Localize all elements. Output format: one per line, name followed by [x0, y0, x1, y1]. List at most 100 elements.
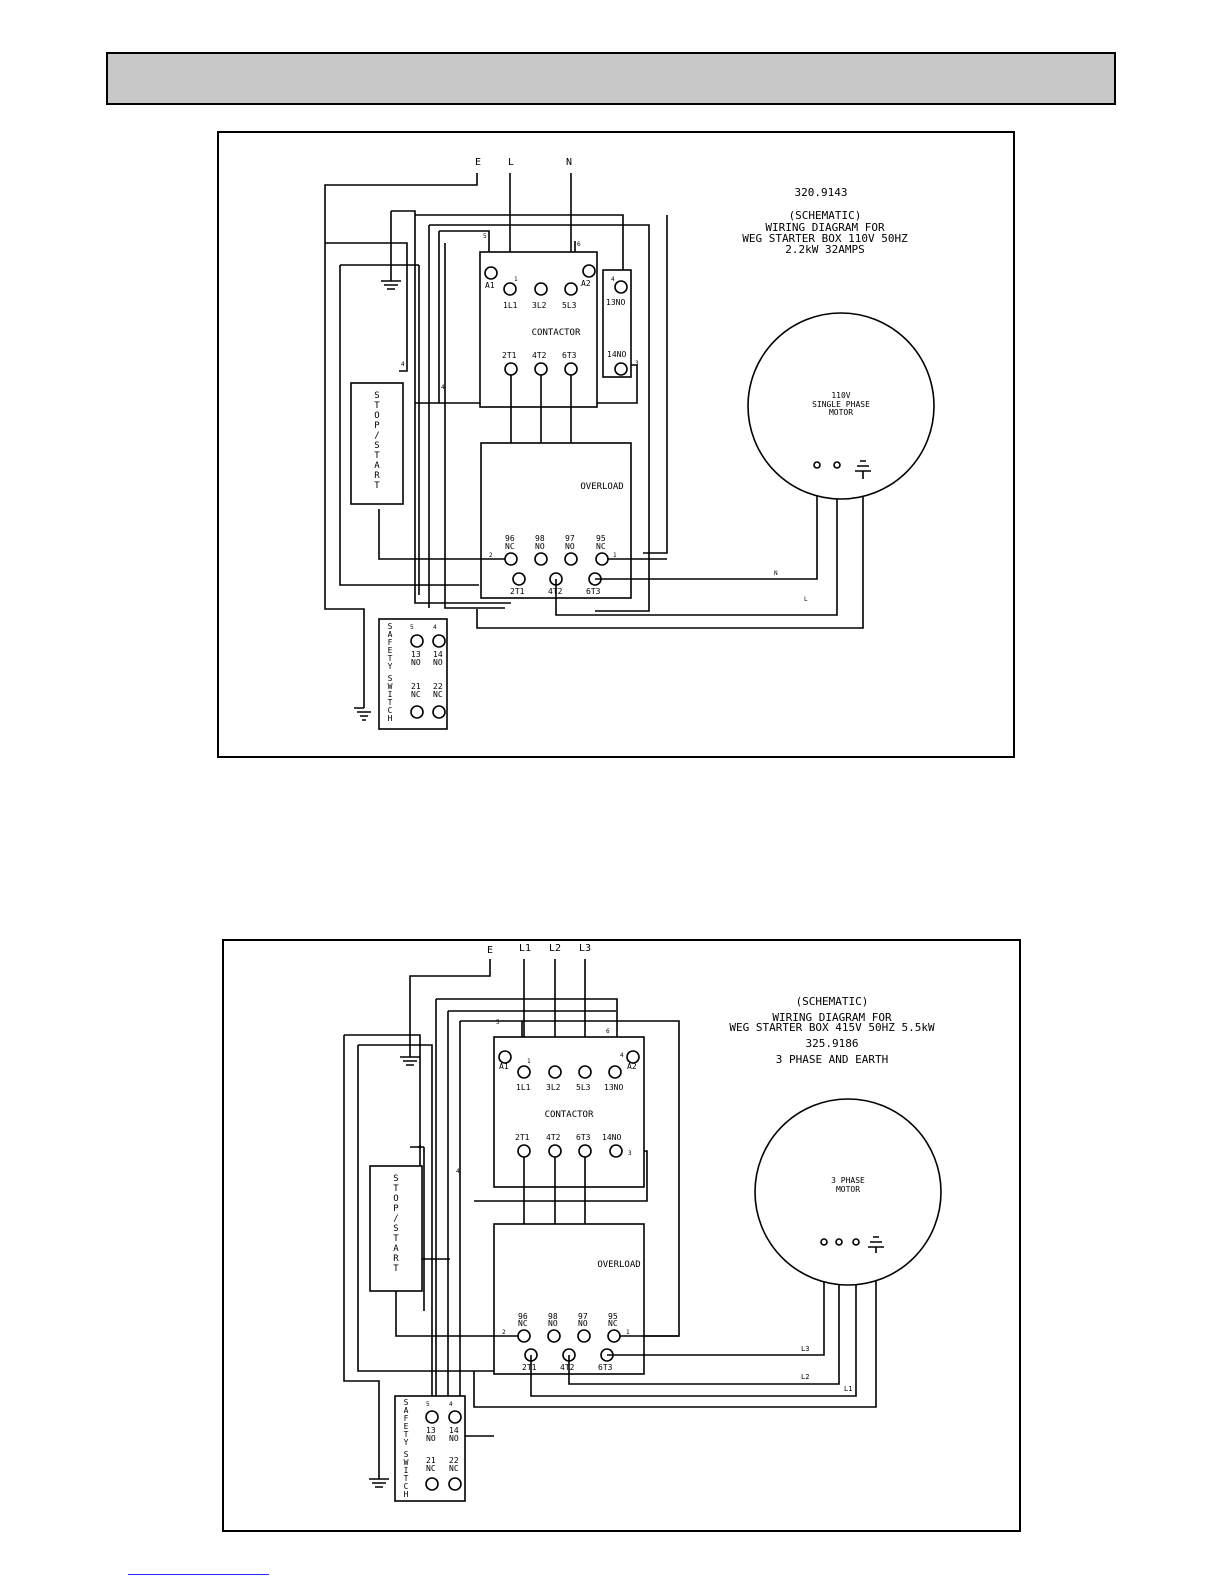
svg-text:1: 1	[527, 1058, 531, 1065]
part-number: 320.9143	[795, 186, 848, 199]
svg-text:98: 98	[548, 1312, 558, 1321]
terminal-a1	[484, 266, 498, 280]
motor-label-1: 110V	[831, 391, 850, 400]
svg-text:5L3: 5L3	[576, 1083, 591, 1092]
svg-text:NC: NC	[449, 1464, 459, 1473]
svg-text:97: 97	[565, 534, 575, 543]
svg-text:95: 95	[608, 1312, 618, 1321]
terminal-2t1	[517, 1144, 531, 1158]
svg-text:96: 96	[518, 1312, 528, 1321]
svg-text:5: 5	[483, 233, 487, 240]
terminal-6t3	[564, 362, 578, 376]
svg-text:6T3: 6T3	[576, 1133, 591, 1142]
header-bar	[106, 52, 1116, 105]
earth-symbol-2	[381, 211, 401, 290]
svg-text:NC: NC	[608, 1319, 618, 1328]
terminal-13no	[614, 280, 628, 294]
svg-text:4: 4	[401, 361, 405, 368]
svg-text:22: 22	[449, 1456, 459, 1465]
schematic-label: (SCHEMATIC)	[796, 995, 869, 1008]
svg-text:4: 4	[418, 1144, 422, 1151]
svg-text:98: 98	[535, 534, 545, 543]
footer-link-underline[interactable]	[128, 1574, 269, 1575]
motor-terminal-l2	[835, 1238, 843, 1246]
svg-text:1: 1	[626, 1329, 630, 1336]
earth-symbol-top	[400, 959, 491, 1066]
svg-text:3: 3	[635, 360, 639, 367]
svg-text:NO: NO	[535, 542, 545, 551]
wire-label-n: N	[774, 570, 778, 577]
terminal-98no	[534, 552, 548, 566]
terminal-3l2	[548, 1065, 562, 1079]
contactor-label: CONTACTOR	[545, 1110, 594, 1120]
terminal-a2	[582, 264, 596, 278]
motor-wires	[476, 467, 864, 629]
svg-text:L3: L3	[801, 1345, 809, 1353]
terminal-5l3	[564, 282, 578, 296]
terminal-14no	[609, 1144, 623, 1158]
safety-terminal-21	[410, 705, 424, 719]
svg-text:3: 3	[628, 1150, 632, 1157]
terminal-a1	[498, 1050, 512, 1064]
motor-terminal-l	[833, 461, 841, 469]
terminal-14no	[614, 362, 628, 376]
svg-text:4: 4	[611, 276, 615, 283]
svg-text:6T3: 6T3	[598, 1363, 613, 1372]
wiring-diagram-415v: E L1 L2 L3 (SCHEMATIC) WIRING DIAGRAM FO…	[222, 939, 1021, 1532]
schematic-415v: E L1 L2 L3 (SCHEMATIC) WIRING DIAGRAM FO…	[343, 943, 942, 1502]
svg-text:95: 95	[596, 534, 606, 543]
svg-text:14: 14	[449, 1426, 459, 1435]
motor-earth-symbol	[868, 1236, 884, 1253]
terminal-95nc	[607, 1329, 621, 1343]
earth-wire	[343, 1035, 389, 1488]
safety-terminal-22	[432, 705, 446, 719]
svg-text:13: 13	[426, 1426, 436, 1435]
svg-text:14: 14	[433, 650, 443, 659]
svg-text:2T1: 2T1	[515, 1133, 530, 1142]
svg-text:21: 21	[411, 682, 421, 691]
svg-text:3 PHASE: 3 PHASE	[831, 1176, 865, 1185]
label-a2: A2	[581, 279, 591, 288]
svg-text:4T2: 4T2	[546, 1133, 561, 1142]
svg-text:22: 22	[433, 682, 443, 691]
title-line-3: 2.2kW 32AMPS	[785, 243, 864, 256]
contactor-label: CONTACTOR	[532, 328, 581, 338]
svg-text:NC: NC	[505, 542, 515, 551]
label-5l3: 5L3	[562, 301, 577, 310]
terminal-98no	[547, 1329, 561, 1343]
svg-text:4: 4	[449, 1401, 453, 1408]
svg-text:3L2: 3L2	[546, 1083, 561, 1092]
svg-text:4: 4	[456, 1168, 460, 1175]
svg-text:5: 5	[426, 1401, 430, 1408]
svg-text:6T3: 6T3	[586, 587, 601, 596]
svg-text:2: 2	[489, 552, 493, 559]
svg-text:NC: NC	[433, 690, 443, 699]
motor-circle	[754, 1098, 942, 1286]
svg-text:2: 2	[502, 1329, 506, 1336]
motor-label-3: MOTOR	[829, 408, 853, 417]
terminal-3l2	[534, 282, 548, 296]
svg-text:14NO: 14NO	[602, 1133, 621, 1142]
title-line-1: WIRING DIAGRAM FOR	[772, 1011, 892, 1024]
svg-text:NC: NC	[596, 542, 606, 551]
svg-text:13: 13	[411, 650, 421, 659]
svg-text:1: 1	[613, 552, 617, 559]
svg-text:L1: L1	[844, 1385, 852, 1393]
supply-label-n: N	[566, 157, 572, 168]
stop-start-box	[369, 1165, 423, 1292]
terminal-1l1	[503, 282, 517, 296]
wiring-diagram-110v: E L N 320.9143 (SCHEMATIC) WIRING DIAGRA…	[217, 131, 1015, 758]
motor-terminal-n	[813, 461, 821, 469]
terminal-5l3	[578, 1065, 592, 1079]
overload-box	[480, 442, 632, 599]
terminal-ol-2t1	[512, 572, 526, 586]
svg-text:1L1: 1L1	[516, 1083, 531, 1092]
svg-text:NO: NO	[433, 658, 443, 667]
label-1l1: 1L1	[503, 301, 518, 310]
safety-terminal-21	[425, 1477, 439, 1491]
svg-text:4: 4	[433, 624, 437, 631]
label-4t2: 4T2	[532, 351, 547, 360]
